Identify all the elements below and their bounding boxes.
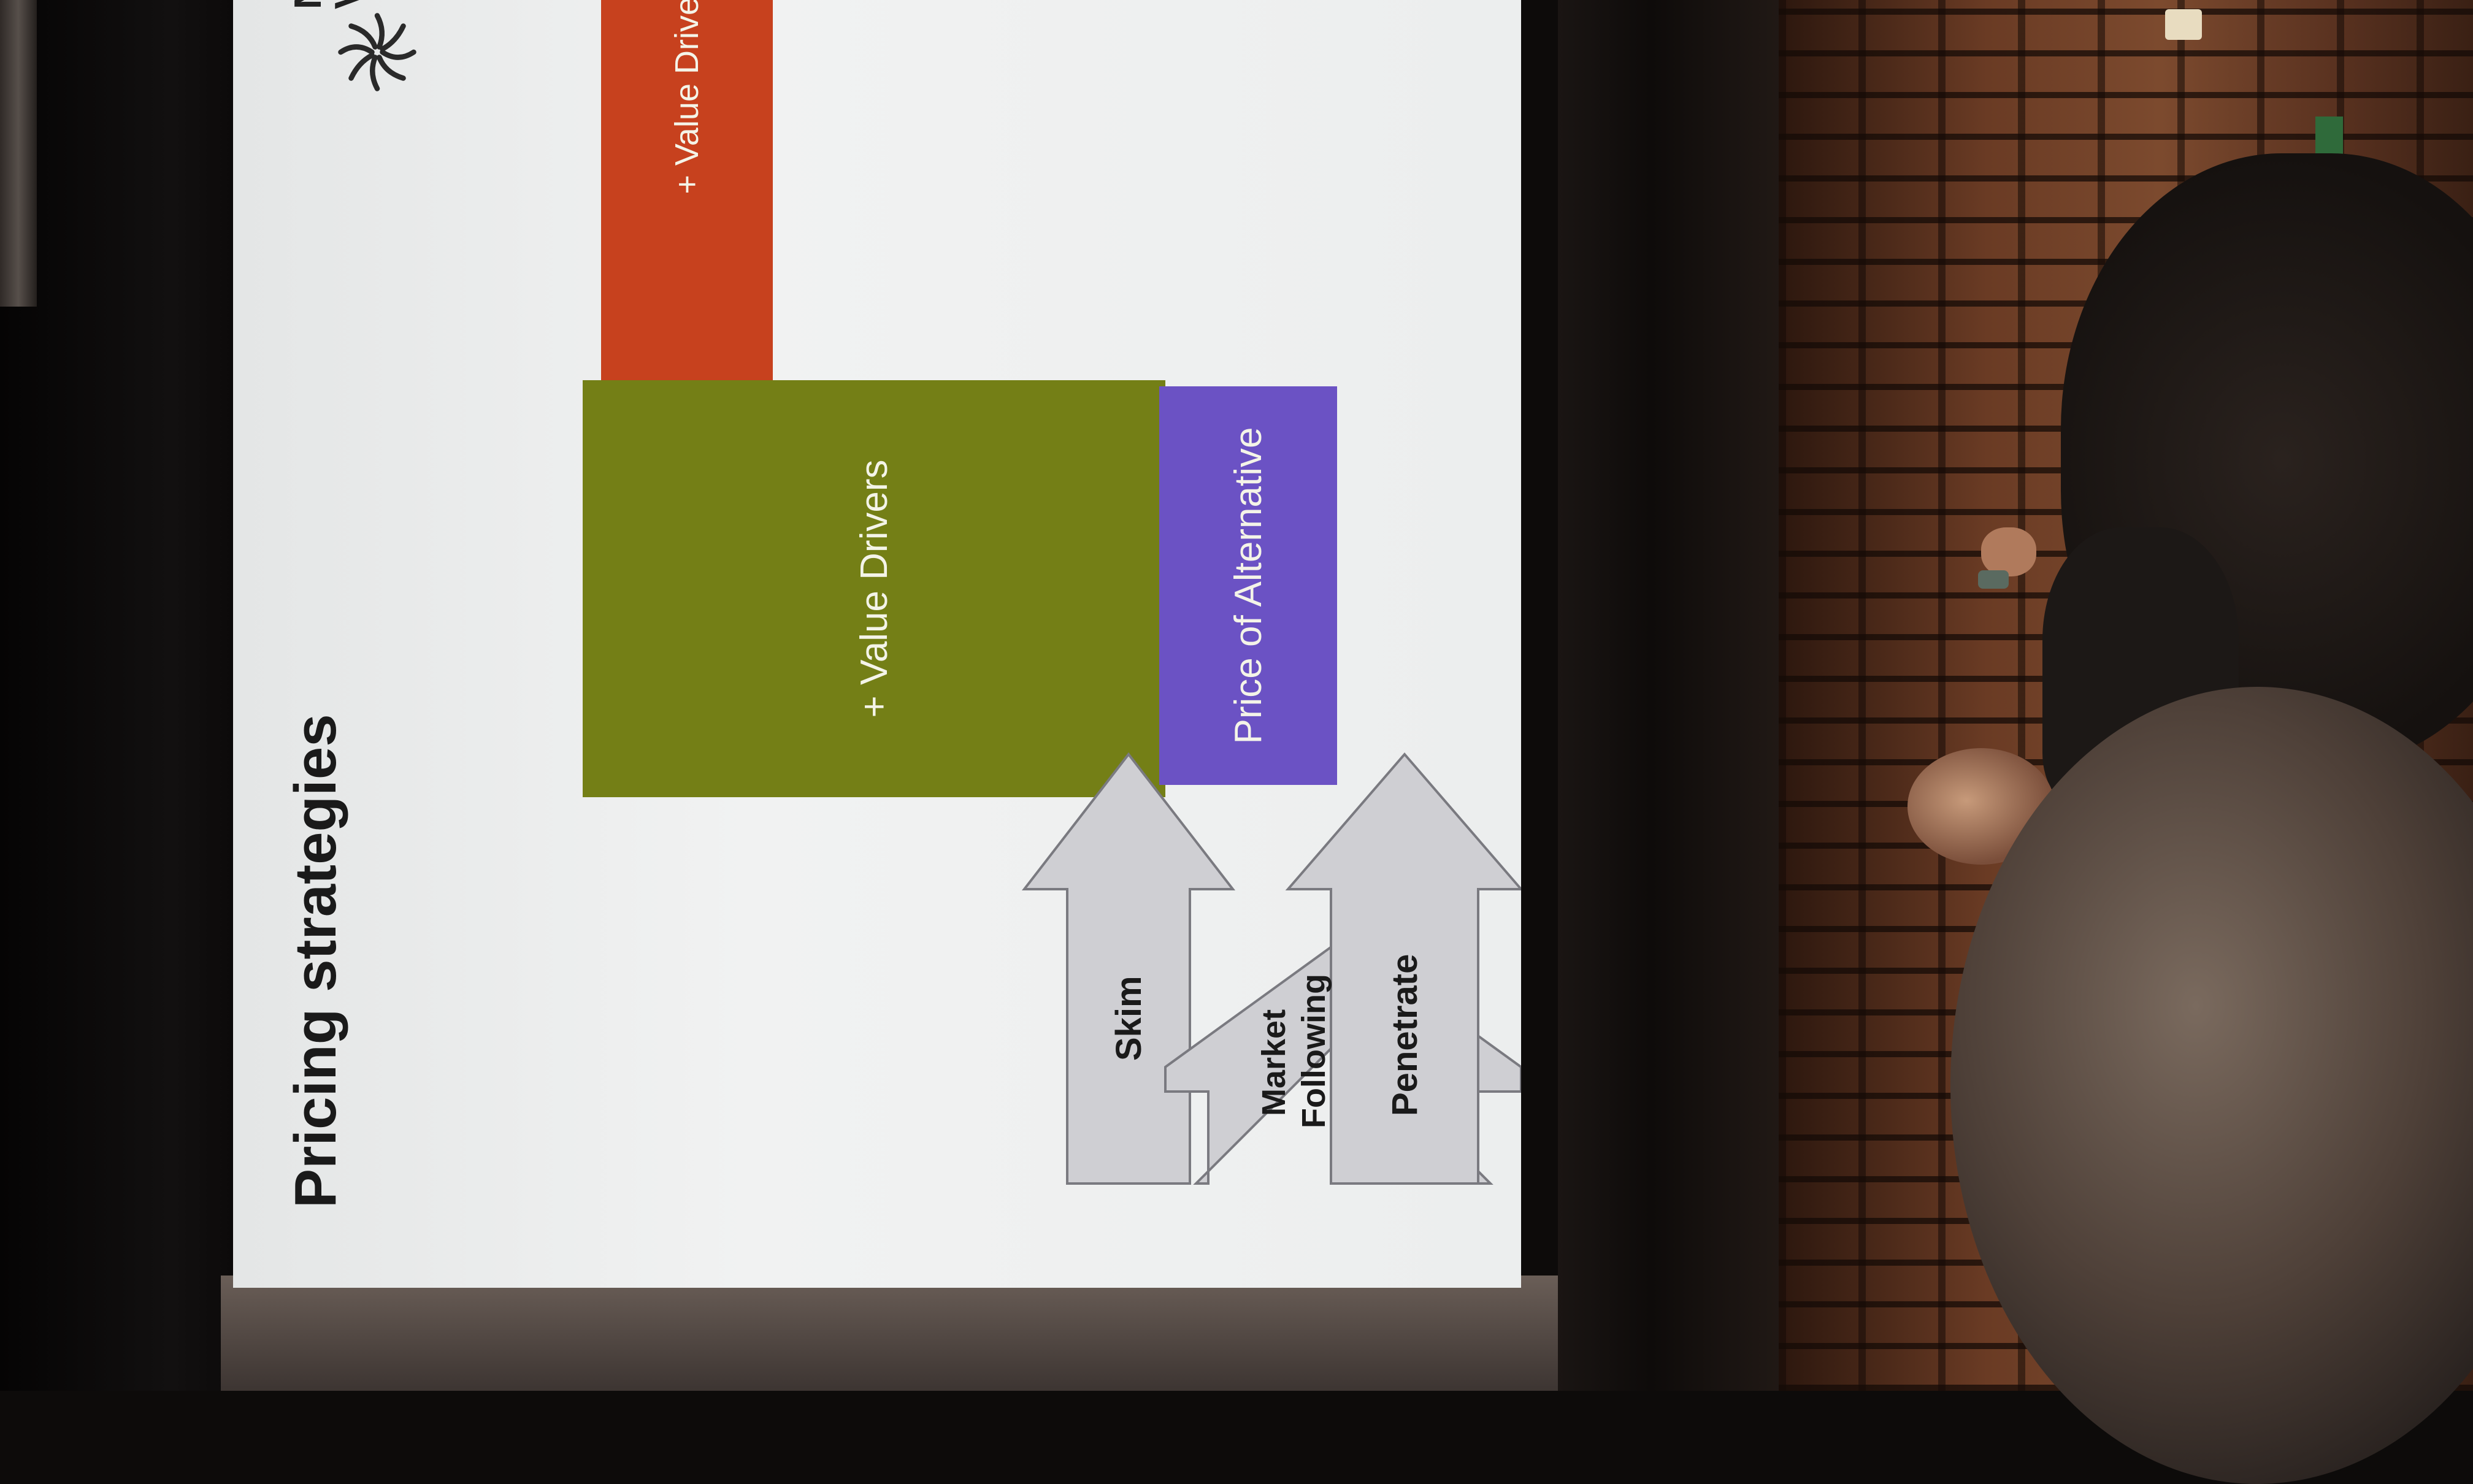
projected-slide: Pricing strategies Ne Ve + Value Drivers… xyxy=(233,0,1521,1288)
dark-room-left xyxy=(0,0,245,1391)
penetrate-arrow-icon xyxy=(1285,752,1521,1185)
presenter-hand xyxy=(1981,527,2036,576)
skim-arrow-icon xyxy=(1021,752,1236,1185)
skim-label: Skim xyxy=(1109,976,1149,1061)
strategy-arrows: Skim Market Following Penetrate xyxy=(1021,752,1521,1185)
wall-lamp xyxy=(2165,9,2202,40)
market-following-label-line2: Following xyxy=(1295,974,1332,1128)
logo-text-line2: Ve xyxy=(328,0,370,9)
slide-content: Pricing strategies Ne Ve + Value Drivers… xyxy=(233,0,1521,1288)
market-following-label-line1: Market xyxy=(1256,1009,1292,1116)
value-drivers-top-bar: + Value Drivers xyxy=(601,0,773,380)
projection-screen-frame xyxy=(221,1276,1558,1391)
audience-head-foreground xyxy=(1950,687,2473,1484)
value-drivers-top-label: + Value Drivers xyxy=(669,0,705,194)
company-logo-icon xyxy=(338,13,416,91)
price-of-alternative-label: Price of Alternative xyxy=(1227,427,1270,744)
slide-title: Pricing strategies xyxy=(283,714,348,1208)
penetrate-label: Penetrate xyxy=(1385,954,1425,1116)
stage-shadow xyxy=(1558,0,1791,1391)
curtain-edge xyxy=(0,0,37,307)
logo-wordmark: Ne Ve xyxy=(287,0,370,9)
logo-text-line1: Ne xyxy=(287,0,329,9)
presentation-clicker xyxy=(1978,570,2009,589)
price-of-alternative-bar: Price of Alternative xyxy=(1159,386,1337,785)
